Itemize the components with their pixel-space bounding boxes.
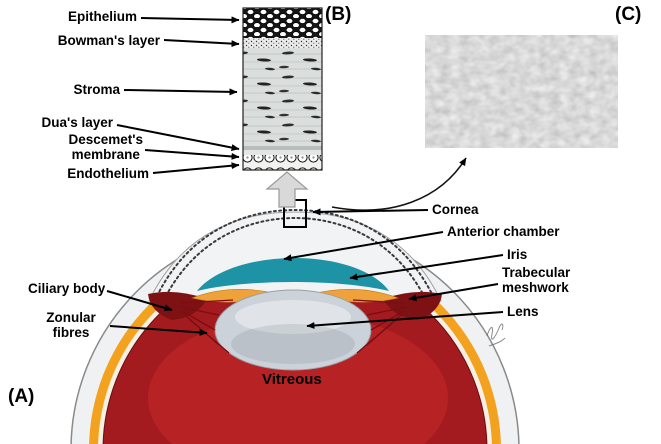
arrow-lens: [306, 311, 504, 329]
endothelium-band: [243, 155, 322, 170]
stroma-band: [243, 48, 322, 146]
arrow-zonular: [109, 325, 208, 336]
cornea-stipple-outer: [156, 208, 434, 297]
arrow-duas: [116, 124, 240, 151]
label-vitreous: Vitreous: [262, 371, 322, 388]
strip-border: [242, 7, 323, 171]
arrow-descemets: [144, 149, 240, 160]
magnify-up-arrow: [265, 171, 309, 208]
anterior-chamber-region: [197, 258, 389, 291]
label-zonular: Zonular fibres: [36, 310, 106, 340]
label-bowmans: Bowman's layer: [57, 33, 160, 48]
ciliary-body-left: [148, 291, 207, 320]
label-trabecular: Trabecular meshwork: [502, 265, 570, 295]
bowmans-band: [243, 38, 322, 48]
label-iris: Iris: [507, 247, 528, 262]
label-ciliary-body: Ciliary body: [28, 281, 106, 296]
label-epithelium: Epithelium: [67, 9, 137, 24]
arrow-bowmans: [163, 39, 240, 48]
arrow-ciliary: [106, 290, 173, 312]
descemets-band: [243, 150, 322, 155]
arrow-anterior-chamber: [283, 231, 444, 262]
lens-shadow: [231, 324, 355, 364]
label-duas: Dua's layer: [41, 115, 113, 130]
cornea-stipple-inner: [165, 216, 425, 297]
label-zonular-line1: Zonular: [46, 310, 96, 325]
arrow-endothelium: [152, 162, 240, 174]
label-arrows: [106, 16, 504, 336]
arrow-stroma: [123, 88, 238, 96]
label-lens: Lens: [507, 304, 539, 319]
signature-mark: [486, 323, 506, 347]
label-anterior-chamber: Anterior chamber: [447, 224, 560, 239]
arrow-epithelium: [140, 16, 240, 24]
label-descemets: Descemet's membrane: [68, 132, 143, 162]
curved-arrow-to-panel-c: [331, 157, 467, 211]
panel-b-letter: (B): [325, 4, 352, 25]
cornea-cross-section: [242, 7, 323, 171]
label-descemets-line2: membrane: [71, 147, 140, 162]
panel-a-letter: (A): [8, 386, 35, 407]
epithelium-band: [243, 8, 322, 38]
panel-c-letter: (C): [615, 4, 642, 25]
arrow-cornea: [312, 208, 429, 216]
duas-band: [243, 146, 322, 150]
label-endothelium: Endothelium: [67, 166, 149, 181]
label-zonular-line2: fibres: [52, 325, 90, 340]
label-trabecular-line2: meshwork: [502, 280, 569, 295]
arrow-iris: [349, 254, 504, 281]
arrow-trabecular: [408, 283, 499, 302]
label-trabecular-line1: Trabecular: [502, 265, 571, 280]
label-stroma: Stroma: [73, 82, 120, 97]
label-descemets-line1: Descemet's: [68, 132, 143, 147]
label-cornea: Cornea: [432, 202, 479, 217]
ciliary-body-right: [383, 291, 442, 320]
endothelium-micrograph: [425, 35, 618, 148]
